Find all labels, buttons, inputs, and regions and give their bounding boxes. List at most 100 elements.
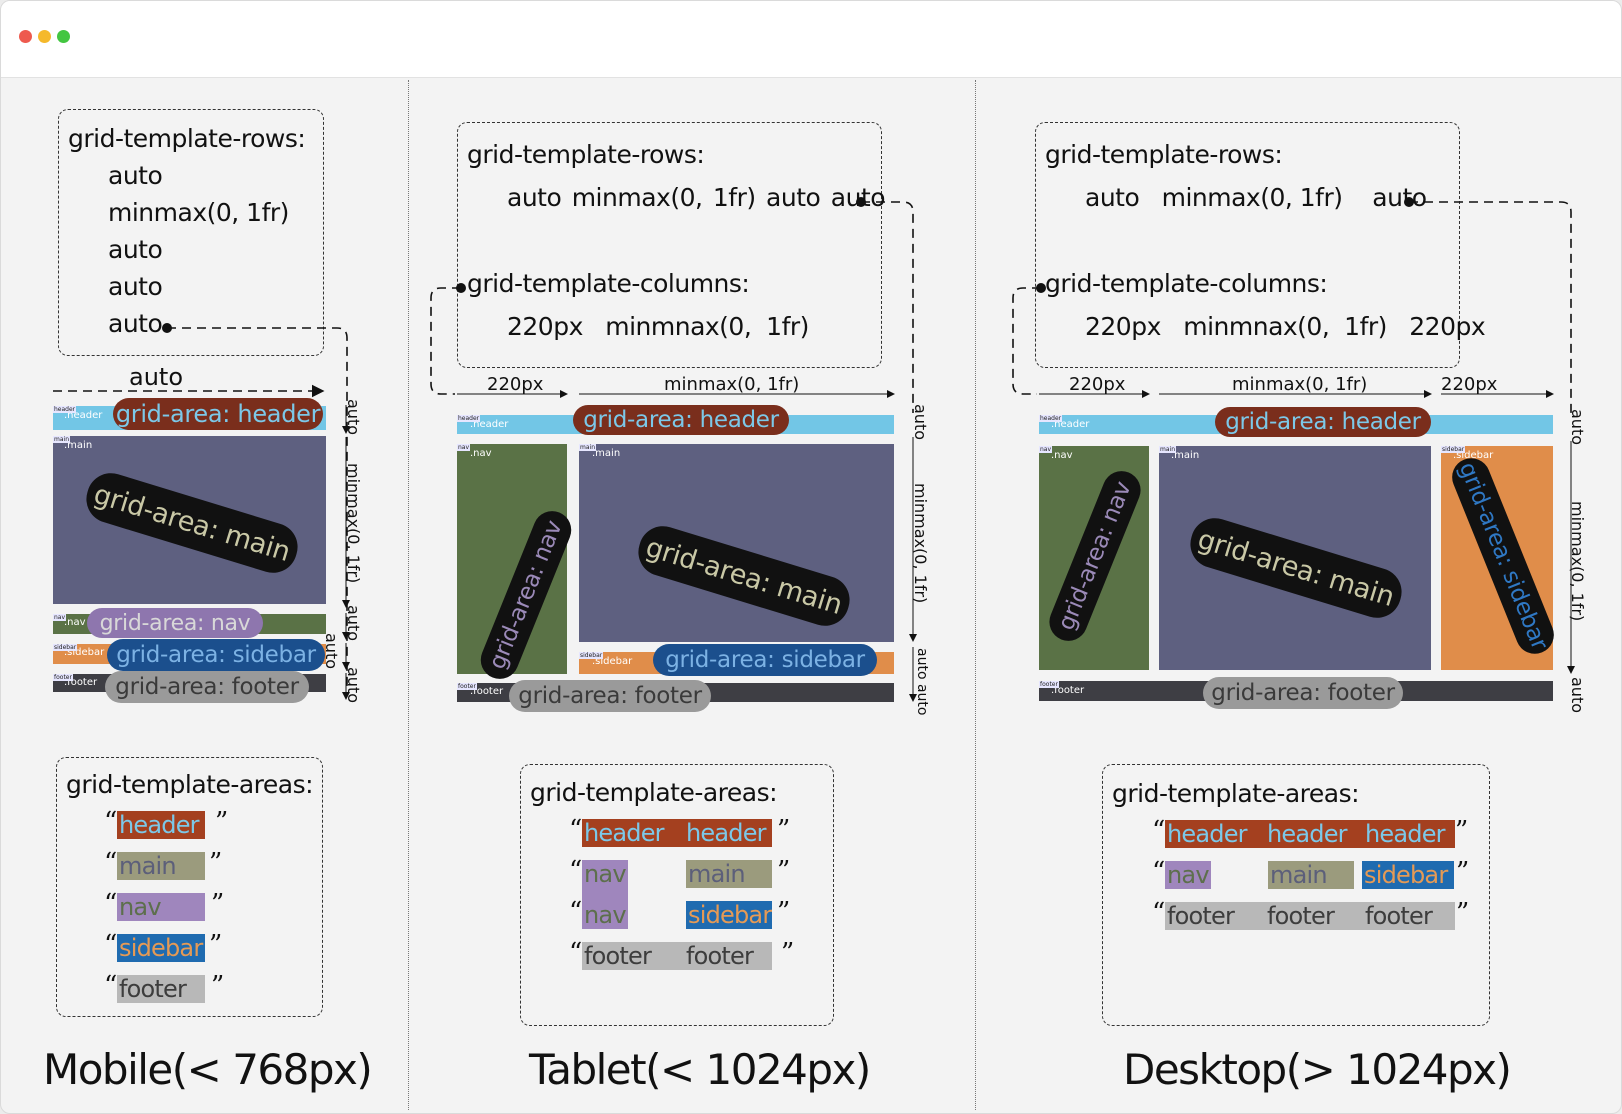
grid-area-footer-pill: grid-area: footer <box>509 680 711 712</box>
area-token-main: main <box>686 860 772 888</box>
cell-tag: main <box>1159 446 1176 453</box>
tablet-row-size-label: auto <box>911 404 930 441</box>
tablet-row-size-label: auto auto <box>914 648 930 716</box>
area-token-nav: nav <box>584 901 627 929</box>
tablet-cols-value: 220px minmnax(0, 1fr) <box>507 312 809 341</box>
cell-tag: sidebar <box>579 652 604 659</box>
mobile-row-size-label: auto <box>344 399 363 436</box>
area-token-header: header <box>582 819 772 847</box>
cell-label: .main <box>1171 450 1200 461</box>
area-token-sidebar: sidebar <box>1362 861 1454 889</box>
cell-label: .header <box>1051 419 1090 430</box>
grid-area-header-pill: grid-area: header <box>113 398 323 430</box>
mobile-row-value: auto <box>108 272 163 301</box>
cell-label: .sidebar <box>1453 450 1494 461</box>
desktop-row-size-label: auto <box>1568 409 1587 446</box>
cell-tag: footer <box>1039 681 1059 688</box>
desktop-rows-title: grid-template-rows: <box>1045 140 1283 169</box>
area-token-main: main <box>1268 861 1354 889</box>
mobile-row-value: auto <box>108 309 163 338</box>
tablet-row-size-label: minmax(0, 1fr) <box>911 483 930 604</box>
area-token-header: header <box>686 819 767 847</box>
mobile-row-size-label: auto <box>344 605 363 642</box>
cell-label: .footer <box>1051 685 1085 696</box>
area-token-footer: footer <box>686 942 754 970</box>
grid-area-sidebar-pill: grid-area: sidebar <box>107 639 325 671</box>
area-token-nav: nav <box>117 893 205 921</box>
area-token-header: header <box>1365 820 1446 848</box>
desktop-areas-box <box>1102 764 1490 1026</box>
cell-tag: header <box>1039 415 1063 422</box>
close-quote: ” <box>209 848 223 878</box>
open-quote: “ <box>1152 857 1166 887</box>
cell-label: .nav <box>470 448 492 459</box>
tablet-cols-title: grid-template-columns: <box>467 269 750 298</box>
column-divider <box>975 80 976 1110</box>
mobile-row-size-label: auto <box>344 667 363 704</box>
open-quote: “ <box>1152 898 1166 928</box>
desktop-row-size-label: minmax(0, 1fr) <box>1568 501 1587 622</box>
cell-tag: nav <box>457 444 471 451</box>
close-quote: ” <box>777 856 791 886</box>
cell-label: .sidebar <box>592 656 633 667</box>
area-token-sidebar: sidebar <box>117 934 205 962</box>
desktop-row-size-label: auto <box>1568 677 1587 714</box>
cell-tag: sidebar <box>53 644 78 651</box>
close-quote: ” <box>781 938 795 968</box>
cell-tag: footer <box>53 674 73 681</box>
close-quote: ” <box>209 930 223 960</box>
cell-label: .main <box>592 448 621 459</box>
open-quote: “ <box>104 930 118 960</box>
mobile-title: Mobile(< 768px) <box>43 1045 373 1094</box>
tablet-areas-box <box>520 764 834 1026</box>
desktop-col-size-label: minmax(0, 1fr) <box>1232 374 1368 395</box>
close-quote: ” <box>1455 816 1469 846</box>
area-token-sidebar: sidebar <box>686 901 772 929</box>
open-quote: “ <box>569 856 583 886</box>
cell-tag: footer <box>457 683 477 690</box>
cell-label: .footer <box>470 686 504 697</box>
minimize-window-button[interactable] <box>38 30 51 43</box>
open-quote: “ <box>104 889 118 919</box>
area-token-header: header <box>1267 820 1348 848</box>
cell-label: .header <box>470 419 509 430</box>
close-quote: ” <box>777 815 791 845</box>
cell-tag: header <box>53 406 77 413</box>
cell-label: .nav <box>64 617 86 628</box>
cell-label: .main <box>64 440 93 451</box>
cell-tag: nav <box>1039 446 1053 453</box>
maximize-window-button[interactable] <box>57 30 70 43</box>
close-quote: ” <box>211 971 225 1001</box>
mobile-width-label: auto <box>129 363 184 391</box>
grid-area-footer-pill: grid-area: footer <box>1203 677 1403 709</box>
mobile-row-size-label: auto <box>322 633 341 670</box>
area-token-nav: nav <box>1165 861 1211 889</box>
cell-tag: nav <box>53 614 67 621</box>
mobile-rows-title: grid-template-rows: <box>68 124 306 153</box>
tablet-main-cell <box>579 444 894 642</box>
open-quote: “ <box>569 897 583 927</box>
open-quote: “ <box>104 971 118 1001</box>
grid-area-footer-pill: grid-area: footer <box>105 671 309 703</box>
desktop-rows-value: auto minmax(0, 1fr) auto <box>1085 183 1427 212</box>
area-token-header: header <box>117 811 205 839</box>
tablet-areas-title: grid-template-areas: <box>530 778 778 807</box>
tablet-col-size-label: minmax(0, 1fr) <box>664 374 800 395</box>
area-token-footer: footer <box>1267 902 1335 930</box>
mobile-row-value: auto <box>108 235 163 264</box>
close-quote: ” <box>211 889 225 919</box>
tablet-col-size-label: 220px <box>487 374 544 395</box>
title-bar <box>1 1 1621 78</box>
desktop-title: Desktop(> 1024px) <box>1123 1045 1512 1094</box>
area-token-footer: footer <box>1365 902 1433 930</box>
mobile-row-value: minmax(0, 1fr) <box>108 198 289 227</box>
mobile-row-size-label: minmax(0, 1fr) <box>344 463 363 584</box>
open-quote: “ <box>569 815 583 845</box>
close-window-button[interactable] <box>19 30 32 43</box>
area-token-nav: nav <box>584 860 627 888</box>
grid-area-sidebar-pill: grid-area: sidebar <box>653 644 877 676</box>
cell-label: .nav <box>1051 450 1073 461</box>
desktop-cols-value: 220px minmnax(0, 1fr) 220px <box>1085 312 1486 341</box>
close-quote: ” <box>1456 857 1470 887</box>
